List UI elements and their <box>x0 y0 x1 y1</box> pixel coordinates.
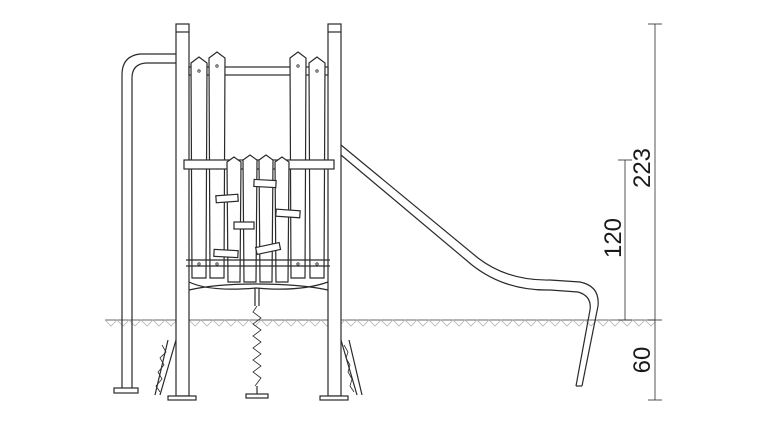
dimension-lines <box>618 23 662 401</box>
top-rail <box>188 66 329 76</box>
climbing-hold <box>275 208 301 219</box>
climbing-wall-boards <box>186 154 330 283</box>
dimension-label-223: 223 <box>629 148 656 188</box>
underside-bracing <box>188 281 329 291</box>
dimension-label-60: 60 <box>629 347 656 374</box>
climbing-hold <box>254 241 282 256</box>
climbing-hold <box>213 248 239 259</box>
ground-hatch <box>104 319 656 327</box>
handrail <box>113 53 176 394</box>
dimension-label-120: 120 <box>600 218 627 258</box>
right-post <box>319 23 363 401</box>
center-chain-anchor <box>245 288 269 399</box>
climbing-holds <box>213 178 301 259</box>
left-post <box>154 23 197 401</box>
climbing-hold <box>233 221 255 230</box>
climbing-hold <box>215 193 239 204</box>
climbing-hold <box>253 178 277 189</box>
slide <box>340 144 599 387</box>
